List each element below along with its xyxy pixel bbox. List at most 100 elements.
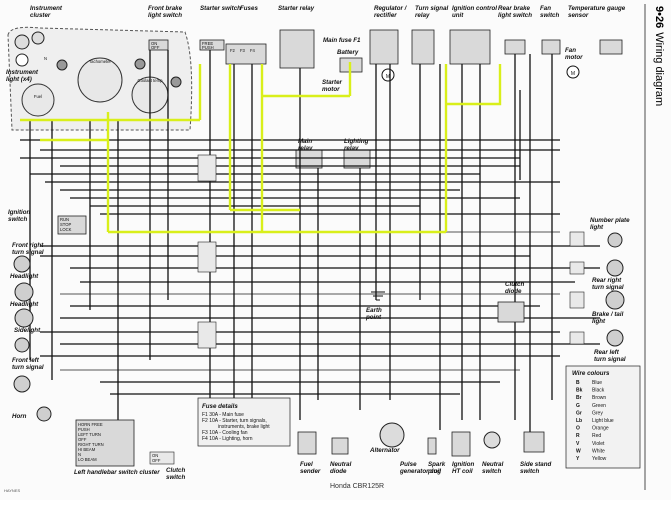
front-right-turn-bulb-icon — [13, 255, 31, 273]
side-stand-switch-box — [523, 431, 545, 453]
wire-colour-name: Orange — [592, 426, 609, 432]
fuse-details-panel — [197, 397, 291, 447]
tachometer-label: Tachometer — [89, 59, 111, 64]
wire-colour-name: Light blue — [592, 418, 614, 424]
spark-plug-box — [427, 437, 437, 455]
fuse-f2: F2 — [230, 48, 236, 53]
rear-brake-switch-box — [504, 39, 526, 55]
rear-left-turn-bulb-icon — [606, 329, 624, 347]
wire-colour-code: V — [576, 441, 580, 447]
wire-colour-code: R — [576, 433, 580, 439]
oil-light-icon — [15, 53, 29, 67]
wire-colour-code: Br — [576, 395, 582, 401]
battery-label: Battery — [337, 49, 359, 56]
horn-label: Horn — [12, 413, 27, 420]
wire-colour-code: G — [576, 403, 580, 409]
starter-relay-label: Starter relay — [278, 5, 315, 12]
fan-motor-symbol: M — [571, 71, 575, 77]
fuse-f4: F4 — [250, 48, 256, 53]
tachometer-gauge — [77, 57, 123, 103]
neutral-letter: N — [44, 56, 47, 61]
alternator-icon — [379, 422, 405, 448]
footer-model: Honda CBR125R — [330, 483, 384, 490]
turn-signal-relay-box — [411, 29, 435, 65]
footer-watermark: HAYNES — [4, 488, 20, 493]
wire-colour-code: B — [576, 380, 580, 386]
headlight-low-bulb-icon — [14, 308, 34, 328]
starter-motor-icon — [381, 68, 395, 82]
fuse-f3: F3 — [240, 48, 246, 53]
fuel-gauge — [21, 83, 55, 117]
headlight-label-2: Headlight — [10, 301, 39, 308]
headlight-high-bulb-icon — [14, 282, 34, 302]
wire-colours-heading: Wire colours — [572, 370, 610, 377]
gauge-light-bulb-icon — [170, 76, 182, 88]
headlight-label-1: Headlight — [10, 273, 39, 280]
warning-bulb-icon — [56, 59, 68, 71]
high-beam-bulb-icon — [134, 58, 146, 70]
fuses-label: Fuses — [240, 5, 258, 12]
neutral-light-icon — [14, 34, 30, 50]
starter-motor-symbol: M — [386, 74, 390, 80]
fuse-details-list: F1 30A - Main fuse F2 10A - Starter, tur… — [202, 412, 271, 442]
page-header: 9•26Wiring diagram — [653, 6, 665, 106]
starter-switch-label: Starter switch — [200, 5, 241, 12]
wire-colour-code: Bk — [576, 388, 583, 394]
number-plate-bulb-icon — [607, 232, 623, 248]
fan-switch-box — [541, 39, 561, 55]
ignition-control-unit-box — [449, 29, 491, 65]
turn-indicator-icon — [31, 31, 45, 45]
highlighted-circuit — [20, 62, 502, 234]
handlebar-cluster-label: Left handlebar switch cluster — [74, 469, 160, 476]
temp-gauge-sensor-box — [599, 39, 623, 55]
neutral-switch-icon — [483, 431, 501, 449]
ignition-ht-coil-box — [451, 431, 471, 457]
ignition-switch-box — [57, 215, 87, 235]
wire-colour-name: Brown — [592, 395, 606, 401]
wire-colour-code: O — [576, 426, 580, 432]
wire-colour-name: Grey — [592, 410, 603, 416]
wire-colour-name: Red — [592, 433, 601, 439]
clutch-diode-box — [497, 301, 525, 323]
wire-colour-name: Blue — [592, 380, 602, 386]
wire-colour-name: White — [592, 448, 605, 454]
wire-colour-name: Green — [592, 403, 606, 409]
fuse-details-heading: Fuse details — [202, 403, 238, 410]
horn-icon — [36, 406, 52, 422]
wire-colour-name: Black — [592, 388, 605, 394]
wire-colour-code: Y — [576, 456, 580, 462]
neutral-diode-box — [331, 437, 349, 455]
front-brake-switch-box — [148, 39, 169, 51]
